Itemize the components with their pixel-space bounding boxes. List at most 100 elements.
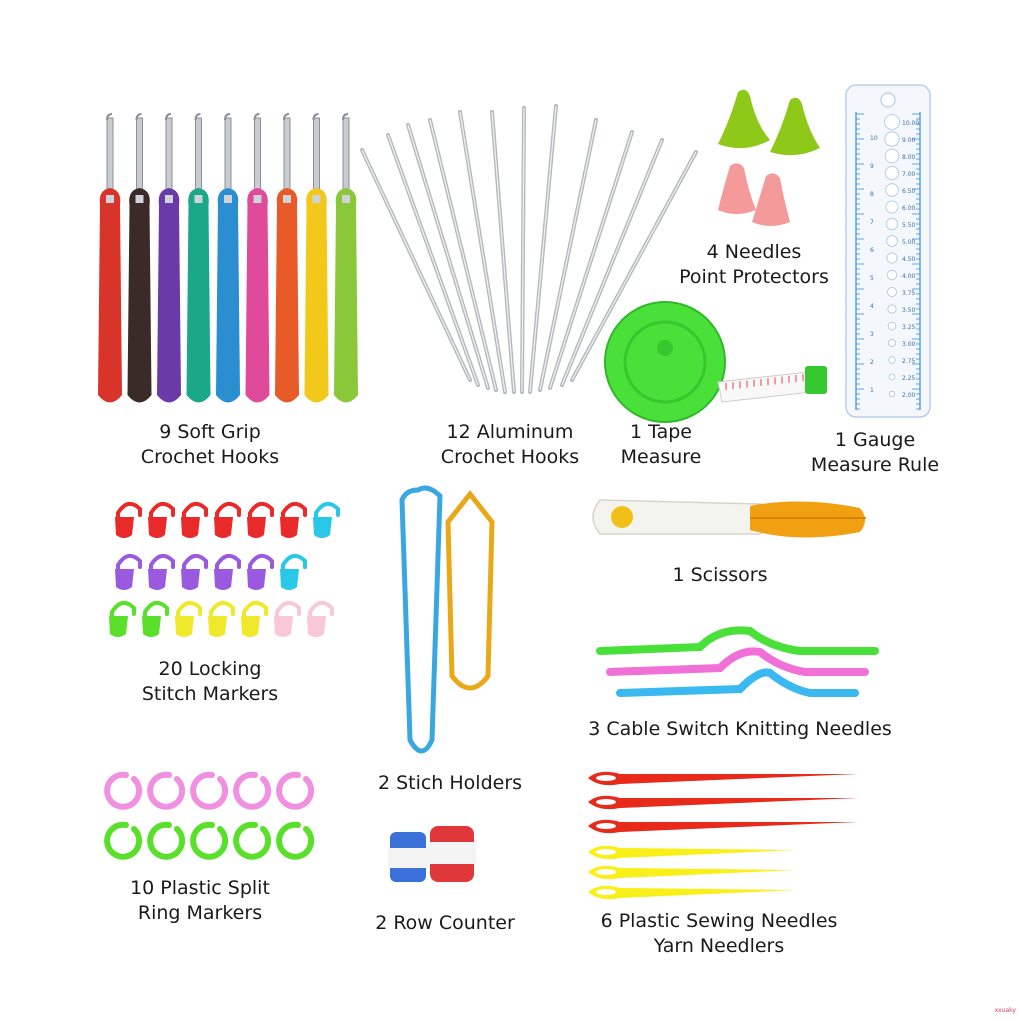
hook-shaft [195, 117, 202, 197]
locking-marker [241, 600, 268, 637]
sewing-needle-yellow [588, 865, 796, 880]
soft-grip-hook [245, 113, 270, 403]
hook-highlight [361, 149, 471, 381]
locking-marker [115, 553, 142, 590]
marker-body [274, 616, 293, 637]
protector-pink [718, 163, 756, 214]
locking-marker [181, 501, 208, 538]
locking-marker [247, 553, 274, 590]
marker-hook [242, 600, 268, 630]
gauge-right-number: 2.00 [902, 392, 916, 399]
marker-hook [215, 553, 241, 583]
gauge-hole [888, 338, 897, 347]
locking-marker [247, 501, 274, 538]
marker-body [313, 517, 332, 538]
needle-eye [596, 889, 616, 895]
gauge-right-number: 7.00 [902, 171, 916, 178]
hook-shaft [165, 117, 173, 197]
protector-pink [752, 173, 790, 226]
locking-marker [175, 600, 202, 637]
cable-needle [606, 647, 869, 676]
split-ring-marker [276, 771, 315, 810]
locking-marker [214, 553, 241, 590]
hook-ferrule [194, 195, 203, 203]
needle-eye [596, 849, 616, 855]
gauge-right-number: 10.00 [902, 120, 919, 127]
marker-hook [182, 501, 208, 531]
soft-grip-crochet-hooks [98, 113, 358, 403]
hook-highlight [387, 134, 479, 386]
gauge-right-number: 3.00 [902, 341, 916, 348]
split-ring-marker [147, 771, 186, 810]
marker-hook [116, 501, 142, 531]
gauge-right-number: 8.00 [902, 154, 916, 161]
gauge-hanger-hole [880, 92, 896, 108]
soft-grip-hook [216, 113, 240, 403]
hook-ferrule [312, 195, 321, 203]
gauge-hole [886, 235, 898, 247]
locking-marker [307, 600, 334, 637]
split-ring-marker [276, 821, 315, 860]
hook-handle [216, 188, 240, 403]
counter-window [388, 848, 428, 868]
hook-tip [283, 113, 290, 121]
soft-grip-hook [98, 113, 122, 403]
gauge-right-number: 9.00 [902, 137, 916, 144]
hook-handle [245, 188, 270, 403]
gauge-hole [885, 165, 900, 180]
marker-body [115, 569, 134, 590]
hook-highlight [459, 111, 506, 393]
hook-highlight [429, 119, 497, 391]
gauge-right-number: 3.25 [902, 324, 916, 331]
locking-marker [313, 501, 340, 538]
marker-body [175, 616, 194, 637]
marker-hook [182, 553, 208, 583]
tape-ring [623, 320, 707, 404]
hook-highlight [571, 151, 697, 381]
watermark: xxuaky [994, 1007, 1016, 1014]
marker-body [241, 616, 260, 637]
marker-hook [314, 501, 340, 531]
tape-strip [717, 371, 813, 403]
hook-shaft [254, 117, 261, 197]
protector-green [718, 89, 770, 149]
hook-shaft [136, 117, 143, 197]
plastic-sewing-needles [588, 771, 858, 900]
gauge-hole [887, 287, 897, 297]
marker-hook [143, 600, 169, 630]
sewing-needle-red [588, 795, 858, 810]
marker-body [181, 517, 200, 538]
soft-grip-hook [157, 113, 181, 403]
marker-body [181, 569, 200, 590]
label-row-counter: 2 Row Counter [375, 912, 515, 934]
split-ring-marker [104, 821, 143, 860]
marker-hook [149, 553, 175, 583]
needle-eye [596, 823, 616, 829]
cable-needle [616, 668, 859, 697]
gauge-right-number: 5.00 [902, 239, 916, 246]
gauge-left-number: 1 [870, 387, 874, 394]
gauge-right-number: 2.75 [902, 358, 916, 365]
marker-body [208, 616, 227, 637]
cable-needle [596, 626, 879, 655]
hook-tip [106, 113, 113, 121]
locking-marker [142, 600, 169, 637]
hook-highlight [549, 131, 633, 389]
marker-body [148, 517, 167, 538]
hook-ferrule [224, 195, 232, 203]
marker-hook [215, 501, 241, 531]
marker-hook [248, 501, 274, 531]
hook-highlight [561, 139, 663, 386]
gauge-right-number: 3.75 [902, 290, 916, 297]
gauge-right-number: 6.00 [902, 205, 916, 212]
marker-body [142, 616, 161, 637]
hook-tip [194, 113, 201, 121]
hook-handle [304, 188, 329, 403]
gauge-left-number: 2 [870, 359, 874, 366]
gauge-hole [886, 269, 898, 281]
gauge-body [845, 84, 931, 418]
